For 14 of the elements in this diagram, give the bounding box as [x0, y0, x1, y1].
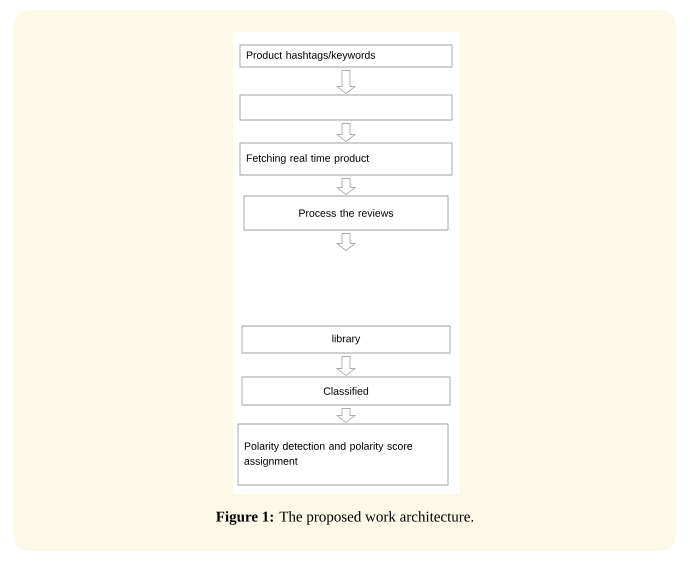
- arrow: [336, 356, 356, 376]
- process-box: Process the reviews: [244, 196, 448, 230]
- arrow: [336, 123, 356, 142]
- caption: Figure 1: The proposed work architecture.: [216, 511, 474, 525]
- process-box: Product hashtags/keywords: [240, 44, 452, 68]
- arrow: [336, 178, 356, 196]
- arrow: [336, 70, 356, 94]
- arrow: [336, 408, 356, 424]
- process-box: Fetching real time product: [240, 142, 452, 176]
- process-box: [240, 94, 452, 120]
- arrow: [336, 233, 356, 251]
- process-box: Classified: [242, 376, 450, 406]
- process-box: Polarity detection and polarity score assignment: [238, 424, 448, 486]
- process-box: library: [242, 326, 450, 354]
